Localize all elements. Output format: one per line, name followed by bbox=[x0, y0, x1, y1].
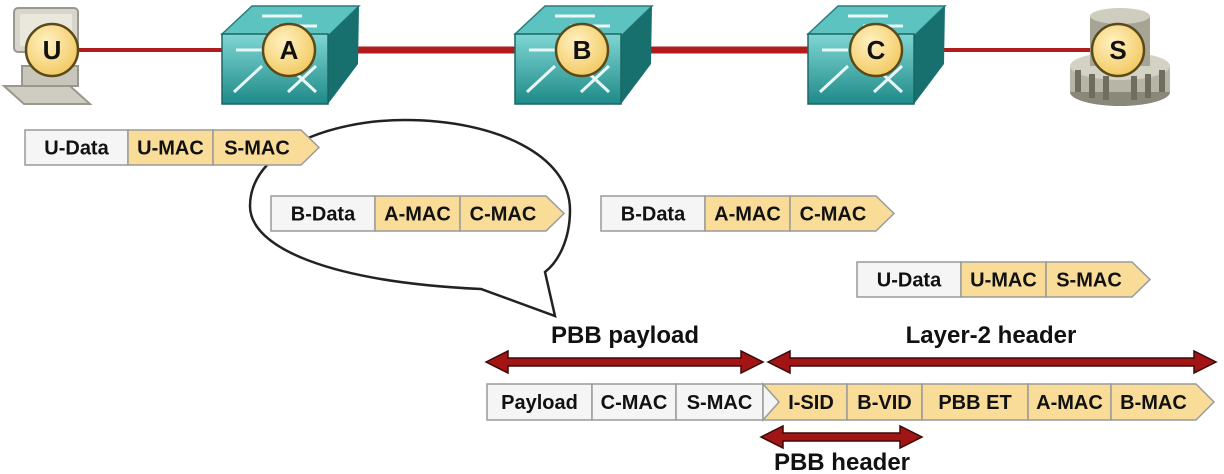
frame-field-label: U-MAC bbox=[137, 138, 204, 160]
frame-1: U-Data U-MAC S-MAC bbox=[24, 129, 321, 166]
frame-field-label: PBB ET bbox=[938, 392, 1011, 414]
frame-field-box bbox=[1110, 383, 1216, 421]
frame-3: B-Data A-MAC C-MAC bbox=[600, 195, 896, 232]
pbb-header-arrow bbox=[759, 424, 924, 450]
frame-field-label: B-Data bbox=[621, 204, 686, 226]
frame-field-box bbox=[459, 195, 566, 232]
pbb-header-label: PBB header bbox=[774, 449, 910, 474]
pbb-payload-label: PBB payload bbox=[551, 322, 699, 349]
node-label-a: A bbox=[280, 35, 299, 65]
node-circle-a bbox=[261, 22, 317, 78]
frame-field-label: S-MAC bbox=[687, 392, 753, 414]
node-label-s: S bbox=[1109, 35, 1126, 65]
layer2-header-label: Layer-2 header bbox=[906, 322, 1077, 349]
frame-field-label: A-MAC bbox=[384, 204, 451, 226]
frame-field-box bbox=[212, 129, 321, 166]
frame-field-label: U-Data bbox=[44, 138, 109, 160]
frame-field-box bbox=[1045, 261, 1152, 298]
frame-field-label: S-MAC bbox=[1056, 270, 1122, 292]
frame-field-label: B-MAC bbox=[1120, 392, 1187, 414]
frame-field-label: U-MAC bbox=[970, 270, 1037, 292]
node-circle-c bbox=[848, 22, 904, 78]
node-label-c: C bbox=[867, 35, 886, 65]
frame-field-label: A-MAC bbox=[714, 204, 781, 226]
frame-field-box bbox=[789, 195, 896, 232]
frame-field-label: C-MAC bbox=[470, 204, 537, 226]
pbb-payload-arrow bbox=[484, 349, 765, 375]
span-arrows bbox=[484, 349, 1218, 450]
frame-field-label: C-MAC bbox=[601, 392, 668, 414]
frame-field-label: B-Data bbox=[291, 204, 356, 226]
frame-field-label: C-MAC bbox=[800, 204, 867, 226]
frame-field-label: I-SID bbox=[788, 392, 834, 414]
frame-2: B-Data A-MAC C-MAC bbox=[270, 195, 566, 232]
frame-5: Payload C-MAC S-MAC I-SID B-VID PBB ET A-MAC B-… bbox=[486, 382, 1216, 422]
node-circle-u bbox=[24, 22, 80, 78]
frame-field-label: Payload bbox=[501, 392, 578, 414]
frame-4: U-Data U-MAC S-MAC bbox=[856, 261, 1152, 298]
node-circle-s bbox=[1090, 22, 1146, 78]
frame-field-label: B-VID bbox=[857, 392, 911, 414]
frame-field-label: U-Data bbox=[877, 270, 942, 292]
frame-field-label: S-MAC bbox=[224, 138, 290, 160]
node-circle-b bbox=[554, 22, 610, 78]
node-label-u: U bbox=[43, 35, 62, 65]
frame-arrow-tip bbox=[762, 382, 781, 422]
node-label-b: B bbox=[573, 35, 592, 65]
frame-field-label: A-MAC bbox=[1036, 392, 1103, 414]
layer2-header-arrow bbox=[766, 349, 1218, 375]
